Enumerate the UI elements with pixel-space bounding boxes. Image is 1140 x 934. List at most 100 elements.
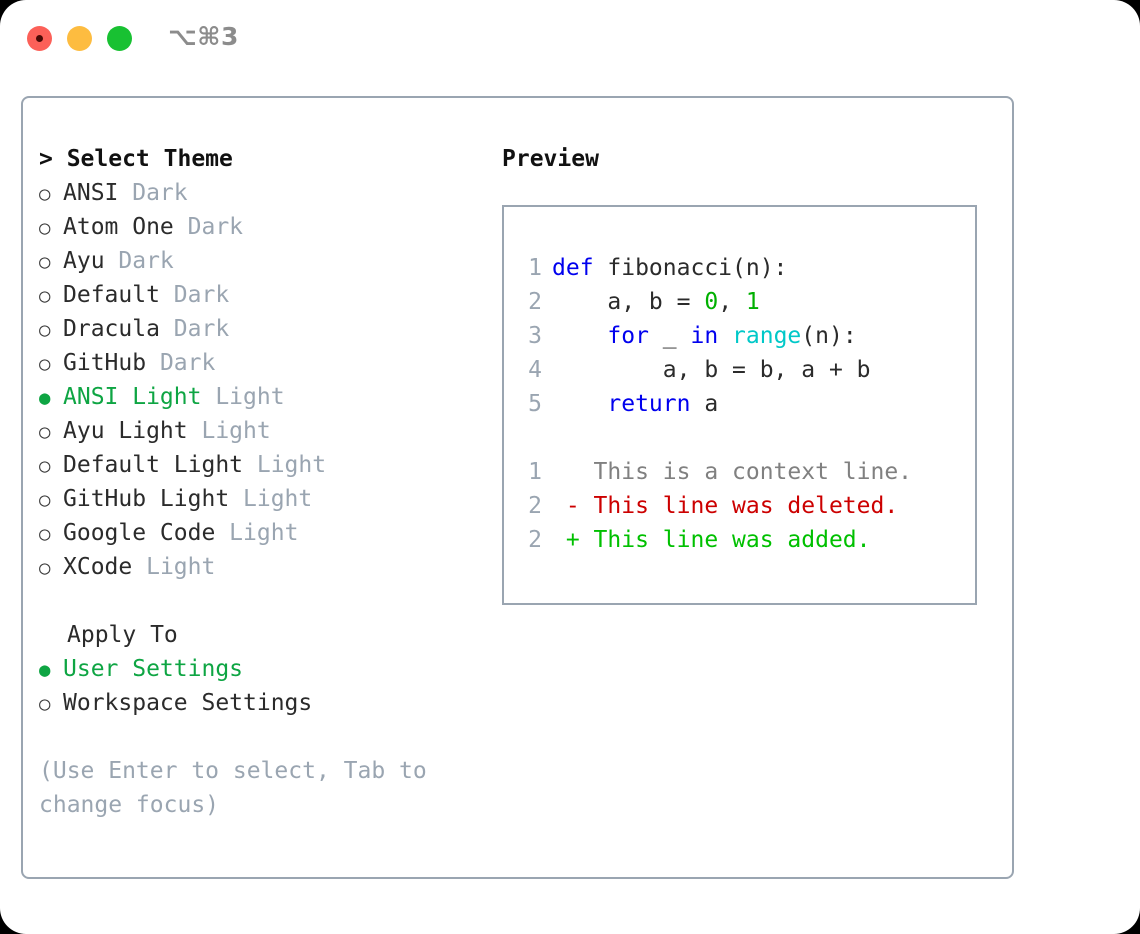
theme-variant-label: Light — [201, 384, 285, 410]
theme-variant-label: Dark — [173, 214, 244, 240]
theme-name: GitHub Light — [63, 486, 230, 512]
radio-unselected-icon: ○ — [39, 693, 51, 715]
theme-variant-label: Light — [243, 452, 327, 478]
theme-variant-label: Light — [132, 554, 216, 580]
line-number: 2 — [528, 527, 542, 553]
line-number: 1 — [528, 459, 542, 485]
code-token: in — [690, 323, 719, 349]
theme-list-item[interactable]: ○XCode Light — [39, 550, 487, 584]
diff-sample: 1 This is a context line. 2 - This line w… — [516, 455, 969, 557]
theme-variant-label: Dark — [118, 180, 188, 206]
code-line: 3 for _ in range(n): — [516, 319, 969, 353]
theme-variant-label: Dark — [146, 350, 216, 376]
radio-unselected-icon: ○ — [39, 319, 51, 341]
theme-list-item[interactable]: ○Ayu Light Light — [39, 414, 487, 448]
code-line: 2 a, b = 0, 1 — [516, 285, 969, 319]
radio-unselected-icon: ○ — [39, 421, 51, 443]
minimize-button[interactable] — [67, 26, 92, 51]
code-token: _ — [648, 323, 691, 349]
line-number: 5 — [528, 391, 542, 417]
theme-list-item[interactable]: ● ANSI Light Light — [39, 380, 487, 414]
code-line: 5 return a — [516, 387, 969, 421]
code-token: for — [607, 323, 649, 349]
diff-line: 2 + This line was added. — [516, 523, 969, 557]
code-token — [552, 323, 607, 349]
theme-list-item[interactable]: ○ANSI Dark — [39, 176, 487, 210]
code-token — [718, 323, 732, 349]
theme-variant-label: Light — [229, 486, 313, 512]
code-token: def — [552, 255, 594, 281]
radio-selected-icon: ● — [39, 387, 51, 409]
theme-list-item[interactable]: ○ Atom One Dark — [39, 210, 487, 244]
line-number: 3 — [528, 323, 542, 349]
theme-panel-heading: > Select Theme — [39, 146, 233, 172]
theme-name: Default Light — [63, 452, 244, 478]
theme-selector-panel: > Select Theme ○ANSI Dark○Atom One Dark○… — [39, 142, 487, 822]
close-button[interactable] — [27, 26, 52, 51]
radio-unselected-icon: ○ — [39, 217, 51, 239]
diff-text: + This line was added. — [552, 527, 871, 553]
code-token — [552, 391, 607, 417]
theme-name: Ayu — [63, 248, 105, 274]
apply-to-option[interactable]: ●User Settings — [39, 652, 487, 686]
title-bar: ⌥⌘3 — [0, 0, 1140, 78]
radio-unselected-icon: ○ — [39, 455, 51, 477]
theme-variant-label: Dark — [159, 316, 230, 342]
radio-unselected-icon: ○ — [39, 557, 51, 579]
theme-list-item[interactable]: ○Google Code Light — [39, 516, 487, 550]
line-number: 2 — [528, 289, 542, 315]
code-token: a — [690, 391, 719, 417]
theme-list-item[interactable]: ○Ayu Dark — [39, 244, 487, 278]
theme-name: ANSI Light — [63, 384, 202, 410]
line-number: 4 — [528, 357, 542, 383]
theme-name: Default — [63, 282, 160, 308]
apply-to-list: ●User Settings ○ Workspace Settings — [39, 652, 487, 720]
theme-list-item[interactable]: ○ Default Dark — [39, 278, 487, 312]
line-number: 2 — [528, 493, 542, 519]
theme-list: ○ANSI Dark○Atom One Dark○Ayu Dark○Defaul… — [39, 176, 487, 584]
theme-variant-label: Dark — [159, 282, 230, 308]
maximize-button[interactable] — [107, 26, 132, 51]
radio-unselected-icon: ○ — [39, 523, 51, 545]
radio-unselected-icon: ○ — [39, 285, 51, 307]
apply-to-option[interactable]: ○ Workspace Settings — [39, 686, 487, 720]
radio-unselected-icon: ○ — [39, 353, 51, 375]
radio-unselected-icon: ○ — [39, 489, 51, 511]
diff-text: This is a context line. — [552, 459, 913, 485]
code-line: 4 a, b = b, a + b — [516, 353, 969, 387]
theme-name: GitHub — [63, 350, 147, 376]
theme-name: Dracula — [63, 316, 160, 342]
theme-name: Atom One — [63, 214, 174, 240]
code-token: fibonacci(n): — [593, 255, 788, 281]
code-token: , — [718, 289, 746, 315]
code-token: 1 — [745, 289, 760, 315]
theme-list-item[interactable]: ○ GitHub Dark — [39, 346, 487, 380]
window-title: ⌥⌘3 — [168, 22, 239, 51]
code-text: a, b = b, a + b — [552, 353, 871, 387]
content-card: > Select Theme ○ANSI Dark○Atom One Dark○… — [21, 96, 1014, 879]
apply-to-option-label: Workspace Settings — [63, 690, 313, 716]
preview-heading: Preview — [502, 146, 599, 172]
code-token: a, b = b, a + b — [552, 357, 871, 383]
theme-variant-label: Light — [187, 418, 271, 444]
code-token: return — [607, 391, 691, 417]
code-token: 0 — [704, 289, 719, 315]
apply-to-section: Apply To ●User Settings○Workspace Settin… — [39, 618, 487, 720]
code-text: def fibonacci(n): — [552, 251, 787, 285]
code-text: return a — [552, 387, 718, 421]
theme-list-item[interactable]: ○ Default Light Light — [39, 448, 487, 482]
diff-line: 2 - This line was deleted. — [516, 489, 969, 523]
theme-variant-label: Light — [215, 520, 299, 546]
theme-name: ANSI — [63, 180, 119, 206]
code-text: for _ in range(n): — [552, 319, 857, 353]
code-token: (n): — [801, 323, 857, 349]
theme-list-item[interactable]: ○ GitHub Light Light — [39, 482, 487, 516]
radio-unselected-icon: ○ — [39, 251, 51, 273]
code-text: a, b = 0, 1 — [552, 285, 760, 319]
theme-list-item[interactable]: ○ Dracula Dark — [39, 312, 487, 346]
